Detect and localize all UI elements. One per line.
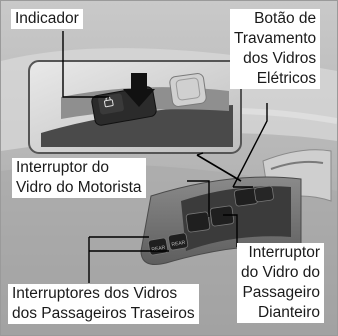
label-passenger-switch: Interruptor do Vidro do Passageiro Diant… [237, 243, 324, 323]
driver-window-switch [185, 211, 211, 233]
svg-text:REAR: REAR [171, 240, 186, 248]
leader-driver [187, 180, 210, 217]
leader-passenger [223, 214, 238, 247]
down-arrow-icon [123, 73, 155, 107]
passenger-window-switch [209, 205, 235, 227]
svg-text:REAR: REAR [151, 245, 166, 253]
label-driver-switch: Interruptor do Vidro do Motorista [12, 158, 146, 198]
leader-indicator [62, 31, 109, 98]
rear-right-switch [167, 232, 189, 251]
label-indicator: Indicador [11, 9, 83, 29]
label-lock-button: Botão de Travamento dos Vidros Elétricos [230, 9, 321, 89]
label-rear-switches: Interruptores dos Vidros dos Passageiros… [8, 284, 199, 324]
